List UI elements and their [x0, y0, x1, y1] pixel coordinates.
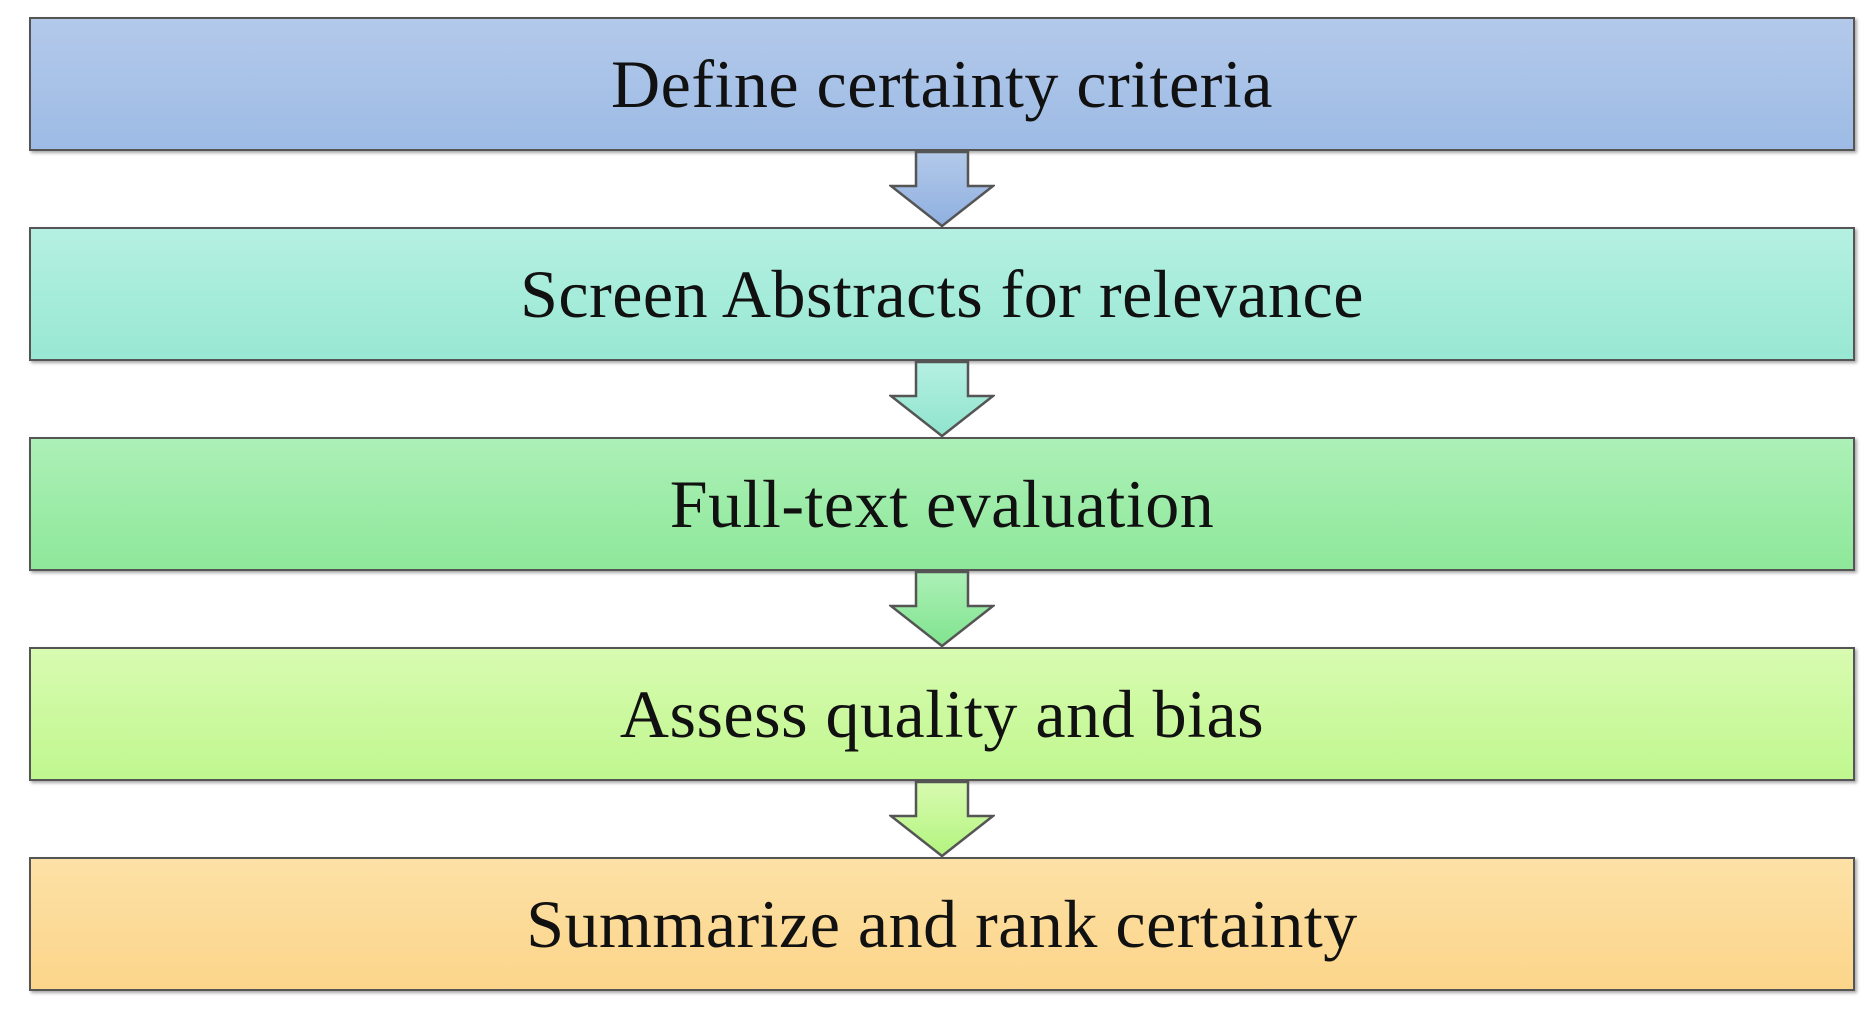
- down-arrow-icon: [889, 570, 995, 648]
- step-label: Assess quality and bias: [619, 675, 1265, 752]
- down-arrow-icon: [889, 360, 995, 438]
- step-box-define-certainty-criteria: Define certainty criteria: [29, 17, 1855, 151]
- step-box-screen-abstracts: Screen Abstracts for relevance: [29, 227, 1855, 361]
- step-box-full-text-evaluation: Full-text evaluation: [29, 437, 1855, 571]
- down-arrow-icon: [889, 150, 995, 228]
- step-label: Define certainty criteria: [611, 45, 1273, 122]
- down-arrow-icon: [889, 780, 995, 858]
- step-box-assess-quality-and-bias: Assess quality and bias: [29, 647, 1855, 781]
- step-box-summarize-and-rank: Summarize and rank certainty: [29, 857, 1855, 991]
- step-label: Summarize and rank certainty: [526, 885, 1358, 962]
- step-label: Screen Abstracts for relevance: [520, 255, 1364, 332]
- step-label: Full-text evaluation: [669, 465, 1215, 542]
